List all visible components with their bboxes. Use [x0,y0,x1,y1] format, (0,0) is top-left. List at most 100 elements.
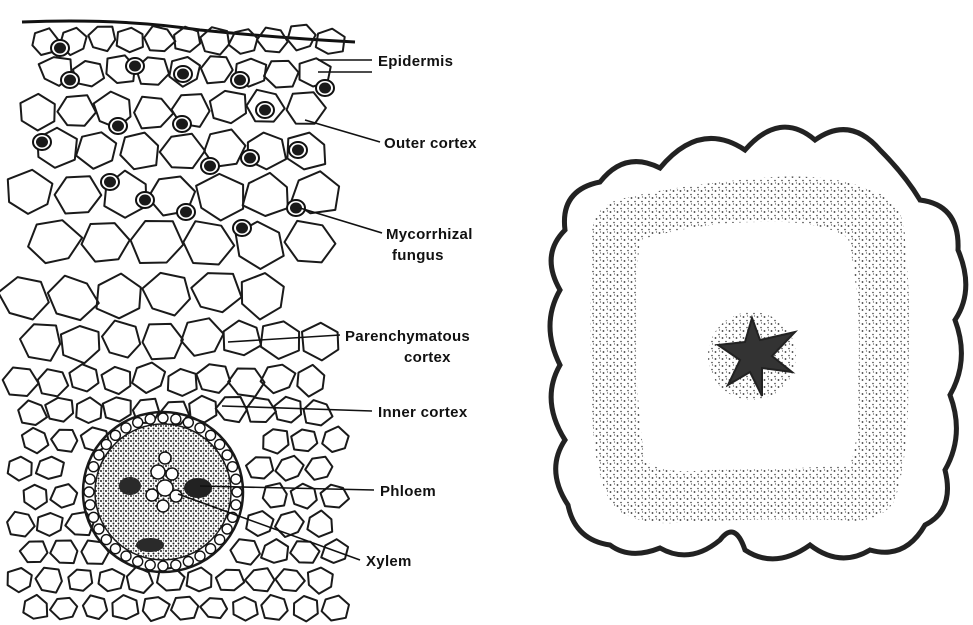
plant-cell [297,365,324,397]
endodermis-cell [183,557,193,567]
plant-cell [322,427,349,453]
plant-cell [82,223,130,262]
fungal-mass [64,75,76,86]
plant-cell [210,91,246,123]
endodermis-cell [101,535,111,545]
fungal-mass [129,61,141,72]
plant-cell [97,274,141,319]
plant-cell [3,368,39,397]
plant-cell [160,134,205,168]
endodermis-cell [222,524,232,534]
plant-cell [183,221,234,264]
plant-cell [246,457,273,478]
plant-cell [287,92,326,124]
plant-cell [61,326,99,363]
plant-cell [216,570,244,591]
root-section-detail [0,21,355,621]
plant-cell [181,318,223,356]
endodermis-cell [94,524,104,534]
endodermis-cell [85,474,95,484]
endodermis-cell [171,414,181,424]
endodermis-cell [206,430,216,440]
plant-cell [142,273,190,316]
endodermis-cell [232,487,242,497]
plant-cell [261,595,287,620]
endodermis-cell [215,439,225,449]
plant-cell [57,95,96,126]
plant-cell [112,595,138,619]
label-parenchymatous: Parenchymatous [345,328,470,345]
plant-cell [38,369,68,396]
fungal-mass [292,145,304,156]
plant-cell [28,220,82,263]
plant-cell [257,28,288,53]
plant-cell [20,94,54,131]
fungal-mass [176,119,188,130]
plant-cell [275,569,304,591]
plant-cell [304,400,333,425]
fungal-mass [244,153,256,164]
plant-cell [245,568,274,591]
label-xylem: Xylem [366,553,412,570]
endodermis-cell [231,474,241,484]
plant-cell [131,221,184,263]
endodermis-cell [110,544,120,554]
plant-cell [120,133,158,170]
label-epidermis: Epidermis [378,53,453,70]
plant-cell [69,364,98,391]
plant-cell [22,428,49,453]
endodermis-cell [145,414,155,424]
plant-cell [174,27,200,52]
plant-cell [7,512,35,537]
label-outer-cortex: Outer cortex [384,135,477,152]
plant-cell [8,568,32,592]
endodermis-cell [228,462,238,472]
endodermis-cell [133,418,143,428]
plant-cell [88,27,115,51]
label-parenchymatous-cortex: cortex [404,349,451,366]
fungal-mass [234,75,246,86]
plant-cell [308,568,333,594]
plant-cell [50,598,77,619]
plant-cell [230,539,260,564]
endodermis-cell [89,462,99,472]
endodermis-cell [158,413,168,423]
plant-cell [103,397,131,421]
plant-cell [228,369,264,397]
plant-cell [83,595,107,619]
endodermis-cell [101,439,111,449]
plant-cell [285,221,336,263]
label-fungus: fungus [392,247,444,264]
plant-cell [143,597,170,621]
endodermis-cell [183,418,193,428]
endodermis-cell [215,535,225,545]
endodermis-cell [231,500,241,510]
plant-cell [243,173,288,216]
plant-cell [196,364,230,393]
fungal-mass [104,177,116,188]
fungal-mass [177,69,189,80]
plant-cell [261,539,288,563]
plant-cell [264,61,299,88]
endodermis-cell [222,450,232,460]
plant-cell [261,365,296,394]
plant-cell [0,277,49,319]
fungal-mass [54,43,66,54]
plant-cell [8,170,53,214]
plant-cell [18,400,47,425]
endodermis-cell [195,551,205,561]
plant-cell [68,570,92,591]
plant-cell [24,485,47,510]
plant-cell [191,273,241,312]
plant-cell [224,321,261,356]
plant-cell [187,568,212,592]
plant-cell [143,324,183,359]
plant-cell [102,321,140,358]
plant-cell [50,541,77,564]
fungal-mass [36,137,48,148]
labels: Epidermis Outer cortex Mycorrhizal fungu… [345,53,477,570]
plant-cell [20,324,60,361]
label-inner-cortex: Inner cortex [378,404,468,421]
plant-cell [8,457,32,481]
plant-cell [233,597,258,621]
